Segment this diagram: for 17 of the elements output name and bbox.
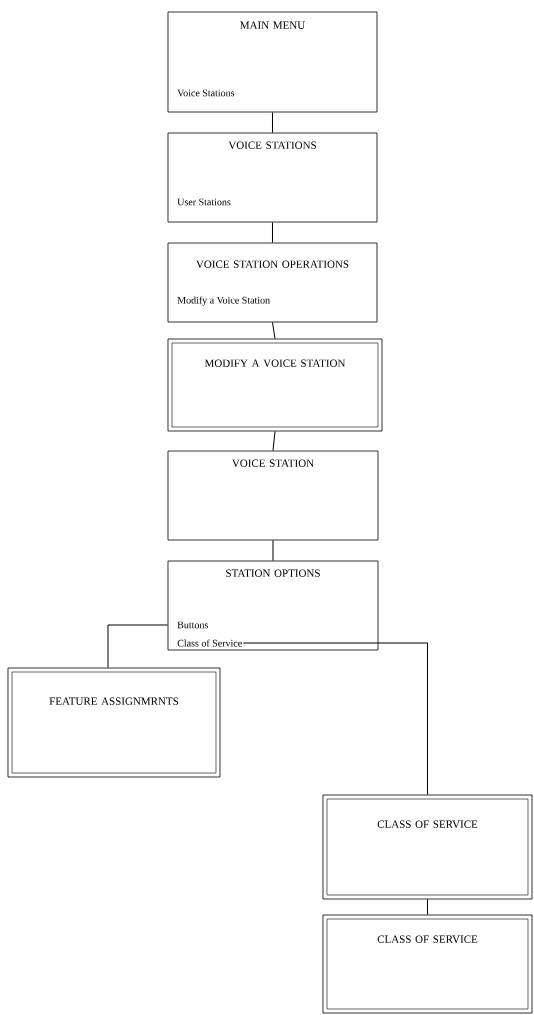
menu-box: VOICE STATIONS User Stations: [167, 132, 378, 223]
connector-line: [242, 642, 428, 796]
menu-box: MAIN MENU Voice Stations: [167, 11, 378, 113]
connector-line: [272, 111, 273, 134]
menu-box: CLASS OF SERVICE: [322, 794, 533, 900]
connector-line: [427, 898, 428, 916]
menu-box: STATION OPTIONS Buttons Class of Service: [167, 560, 379, 651]
connector-line: [272, 430, 276, 452]
menu-box: FEATURE ASSIGNMRNTS: [7, 667, 221, 778]
connector-line: [272, 539, 274, 562]
connector-line: [272, 221, 273, 244]
menu-box: CLASS OF SERVICE: [322, 914, 533, 1014]
connector-line: [107, 624, 169, 669]
connector-line: [272, 321, 276, 340]
menu-box: VOICE STATION OPERATIONS Modify a Voice Station: [167, 242, 378, 323]
menu-box: VOICE STATION: [167, 450, 379, 541]
menu-box: MODIFY A VOICE STATION: [167, 338, 383, 432]
